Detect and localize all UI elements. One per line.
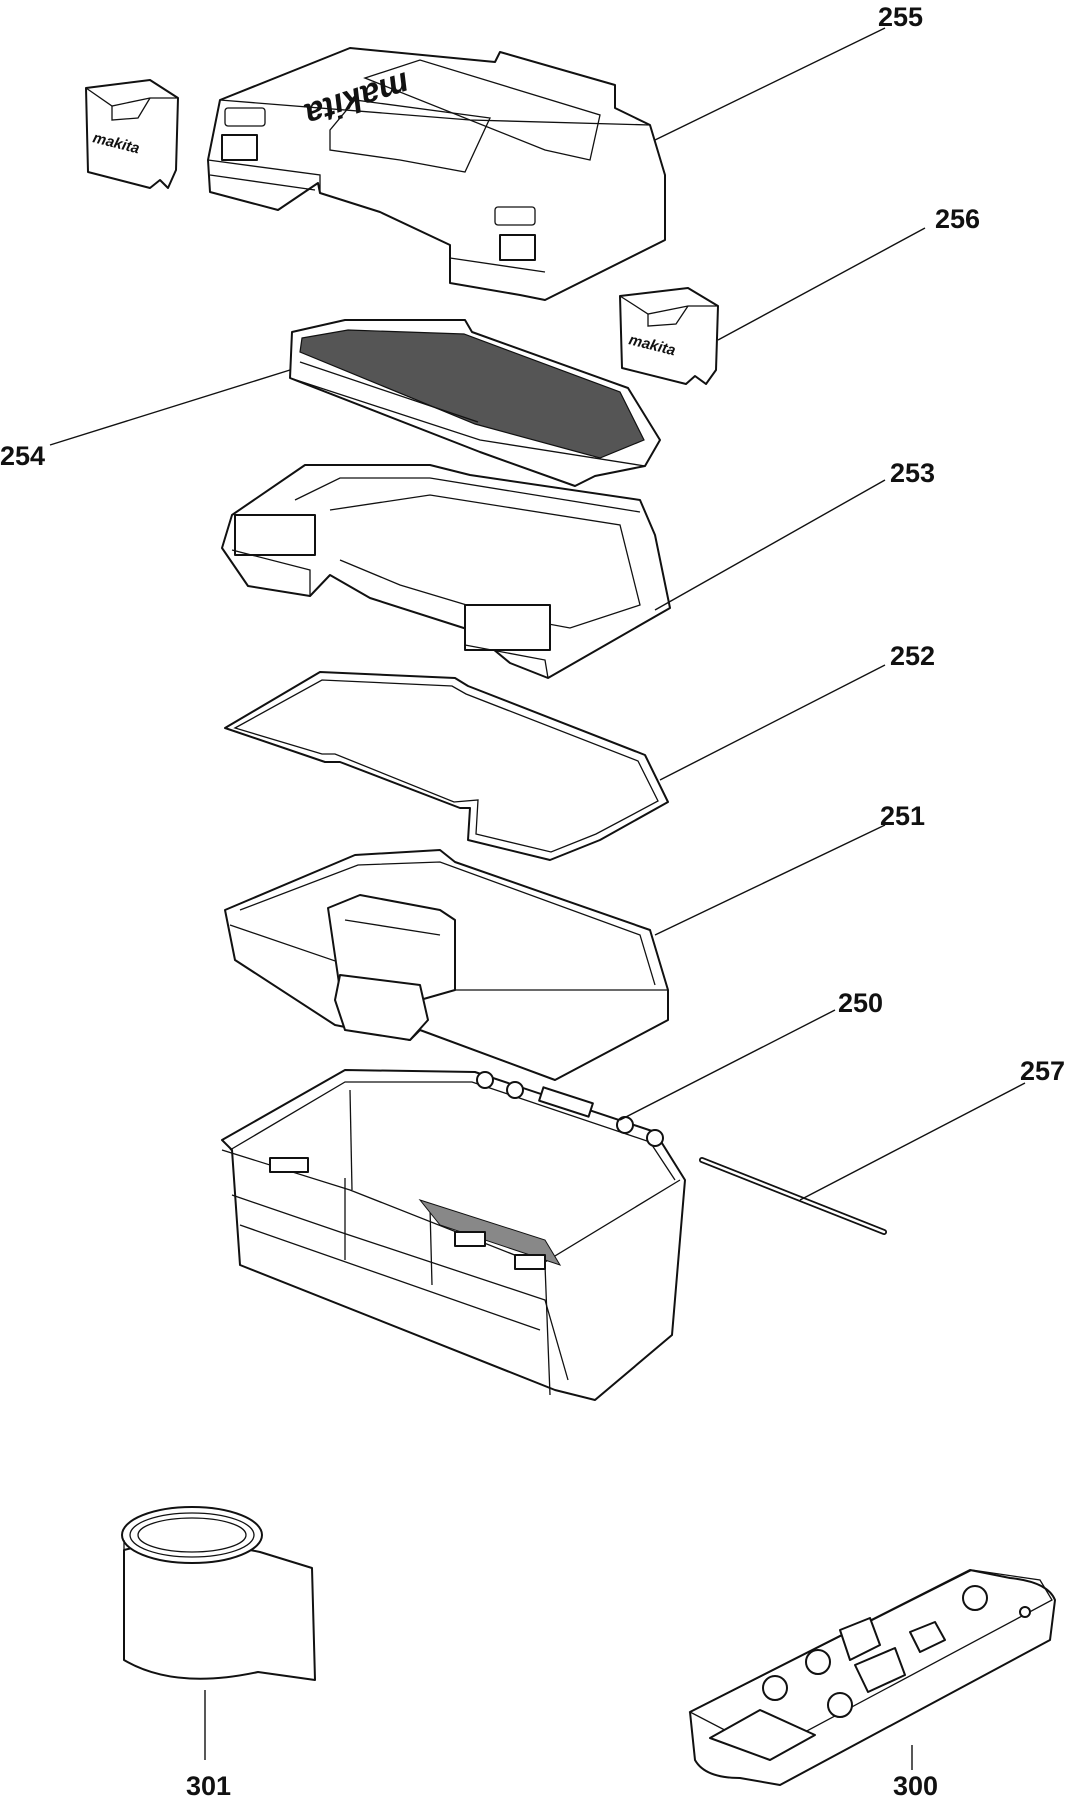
callout-250: 250 bbox=[838, 988, 883, 1018]
callout-256: 256 bbox=[935, 204, 980, 234]
part-257-pin[interactable] bbox=[699, 1157, 887, 1235]
part-256-clip[interactable]: makita bbox=[619, 287, 719, 385]
callout-254: 254 bbox=[0, 441, 45, 471]
part-300-remote-control[interactable] bbox=[688, 1569, 1056, 1786]
callout-257: 257 bbox=[1020, 1056, 1065, 1086]
part-255-top-cover[interactable]: makita bbox=[207, 47, 666, 301]
part-252-gasket[interactable] bbox=[224, 671, 669, 861]
leader-lines bbox=[49, 27, 1026, 1770]
part-301-tape-roll[interactable] bbox=[121, 1506, 316, 1681]
callout-253: 253 bbox=[890, 458, 935, 488]
callout-255: 255 bbox=[878, 2, 923, 32]
part-256-clip-left[interactable]: makita bbox=[85, 79, 179, 189]
callout-251: 251 bbox=[880, 801, 925, 831]
part-250-base-container[interactable] bbox=[221, 1069, 686, 1401]
part-253-frame-tray[interactable] bbox=[221, 464, 671, 679]
part-251-inner-tray[interactable] bbox=[224, 849, 669, 1081]
callout-300: 300 bbox=[893, 1771, 938, 1799]
callout-252: 252 bbox=[890, 641, 935, 671]
part-254-filter[interactable] bbox=[289, 319, 661, 487]
callout-301: 301 bbox=[186, 1771, 231, 1799]
